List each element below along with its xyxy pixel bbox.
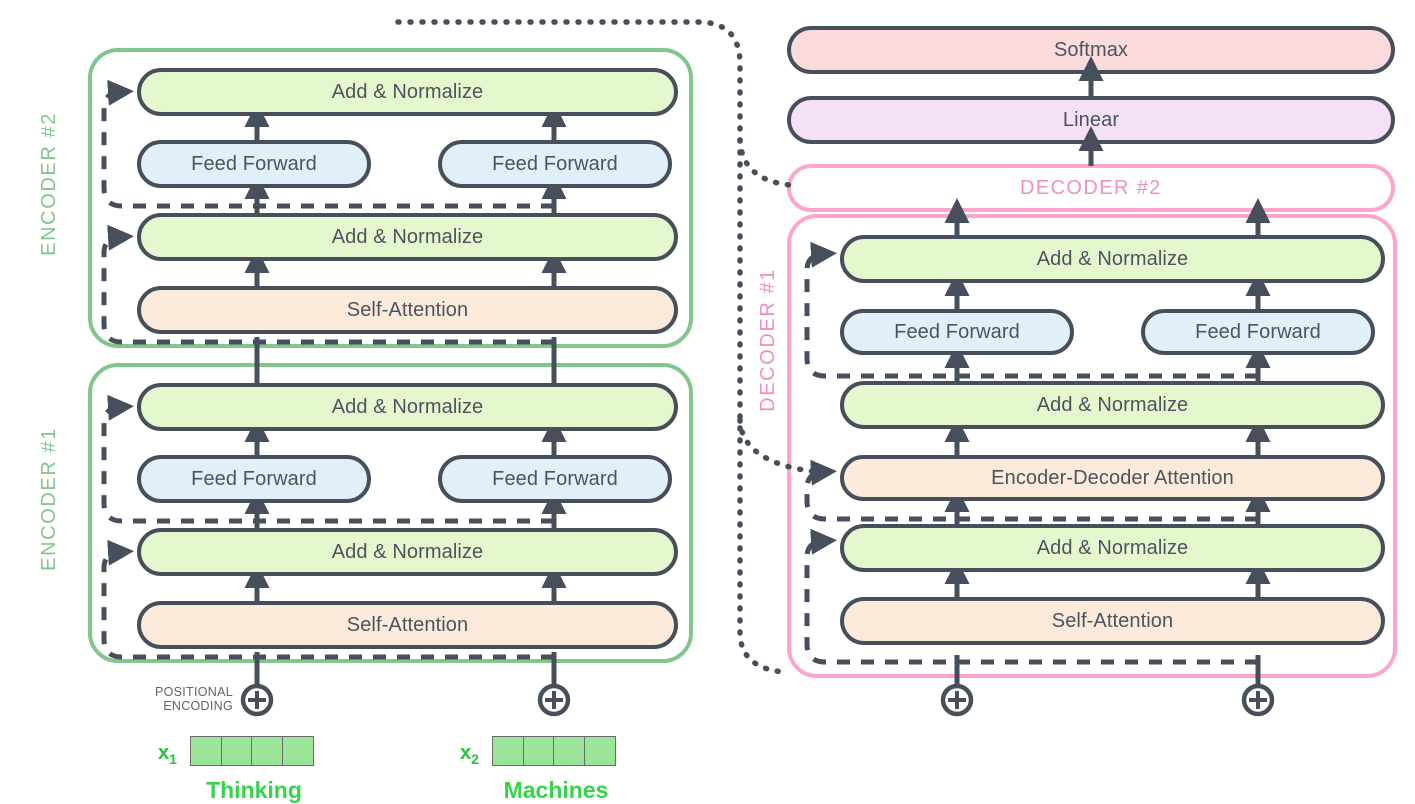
decoder1-encoder-decoder-attention: Encoder-Decoder Attention <box>840 455 1385 501</box>
positional-encoding-line-1: POSITIONAL <box>154 685 233 699</box>
linear-layer: Linear <box>787 96 1395 144</box>
encoder1-add-normalize-bottom: Add & Normalize <box>137 528 678 576</box>
decoder1-feed-forward-right: Feed Forward <box>1141 309 1375 355</box>
encoder1-feed-forward-left: Feed Forward <box>137 455 371 503</box>
decoder1-add-normalize-middle: Add & Normalize <box>840 381 1385 429</box>
token-1-embedding <box>190 736 314 766</box>
encoder-block-2-label: ENCODER #2 <box>38 112 60 256</box>
embedding-cell <box>190 736 222 766</box>
softmax-layer: Softmax <box>787 26 1395 74</box>
positional-encoding-label: POSITIONAL ENCODING <box>138 685 233 713</box>
embedding-cell <box>281 736 314 766</box>
encoder1-self-attention: Self-Attention <box>137 601 678 649</box>
decoder1-add-normalize-top: Add & Normalize <box>840 235 1385 283</box>
token-1-vector-index: 1 <box>169 751 177 767</box>
encoder2-feed-forward-right: Feed Forward <box>438 140 672 188</box>
token-1-vector-label: x1 <box>158 742 177 767</box>
token-2-vector-index: 2 <box>471 751 479 767</box>
encoder2-add-normalize-top: Add & Normalize <box>137 68 678 116</box>
encoder2-add-normalize-bottom: Add & Normalize <box>137 213 678 261</box>
decoder1-self-attention: Self-Attention <box>840 597 1385 645</box>
decoder-block-2-container <box>787 164 1395 212</box>
encoder2-self-attention: Self-Attention <box>137 286 678 334</box>
decoder1-feed-forward-left: Feed Forward <box>840 309 1074 355</box>
decoder-block-2-label: DECODER #2 <box>1020 177 1162 199</box>
token-2-embedding <box>492 736 616 766</box>
embedding-cell <box>251 736 283 766</box>
embedding-cell <box>553 736 585 766</box>
encoder1-feed-forward-right: Feed Forward <box>438 455 672 503</box>
positional-encoding-line-2: ENCODING <box>163 699 233 713</box>
encoder2-feed-forward-left: Feed Forward <box>137 140 371 188</box>
encoder1-add-normalize-top: Add & Normalize <box>137 383 678 431</box>
token-1-word: Thinking <box>206 777 302 803</box>
embedding-cell <box>583 736 616 766</box>
embedding-cell <box>220 736 253 766</box>
decoder1-add-normalize-bottom: Add & Normalize <box>840 524 1385 572</box>
encoder-block-1-label: ENCODER #1 <box>38 427 60 571</box>
decoder-block-1-label: DECODER #1 <box>757 268 779 412</box>
token-2-vector-label: x2 <box>460 742 479 767</box>
embedding-cell <box>492 736 524 766</box>
token-2-word: Machines <box>503 777 609 803</box>
embedding-cell <box>522 736 555 766</box>
